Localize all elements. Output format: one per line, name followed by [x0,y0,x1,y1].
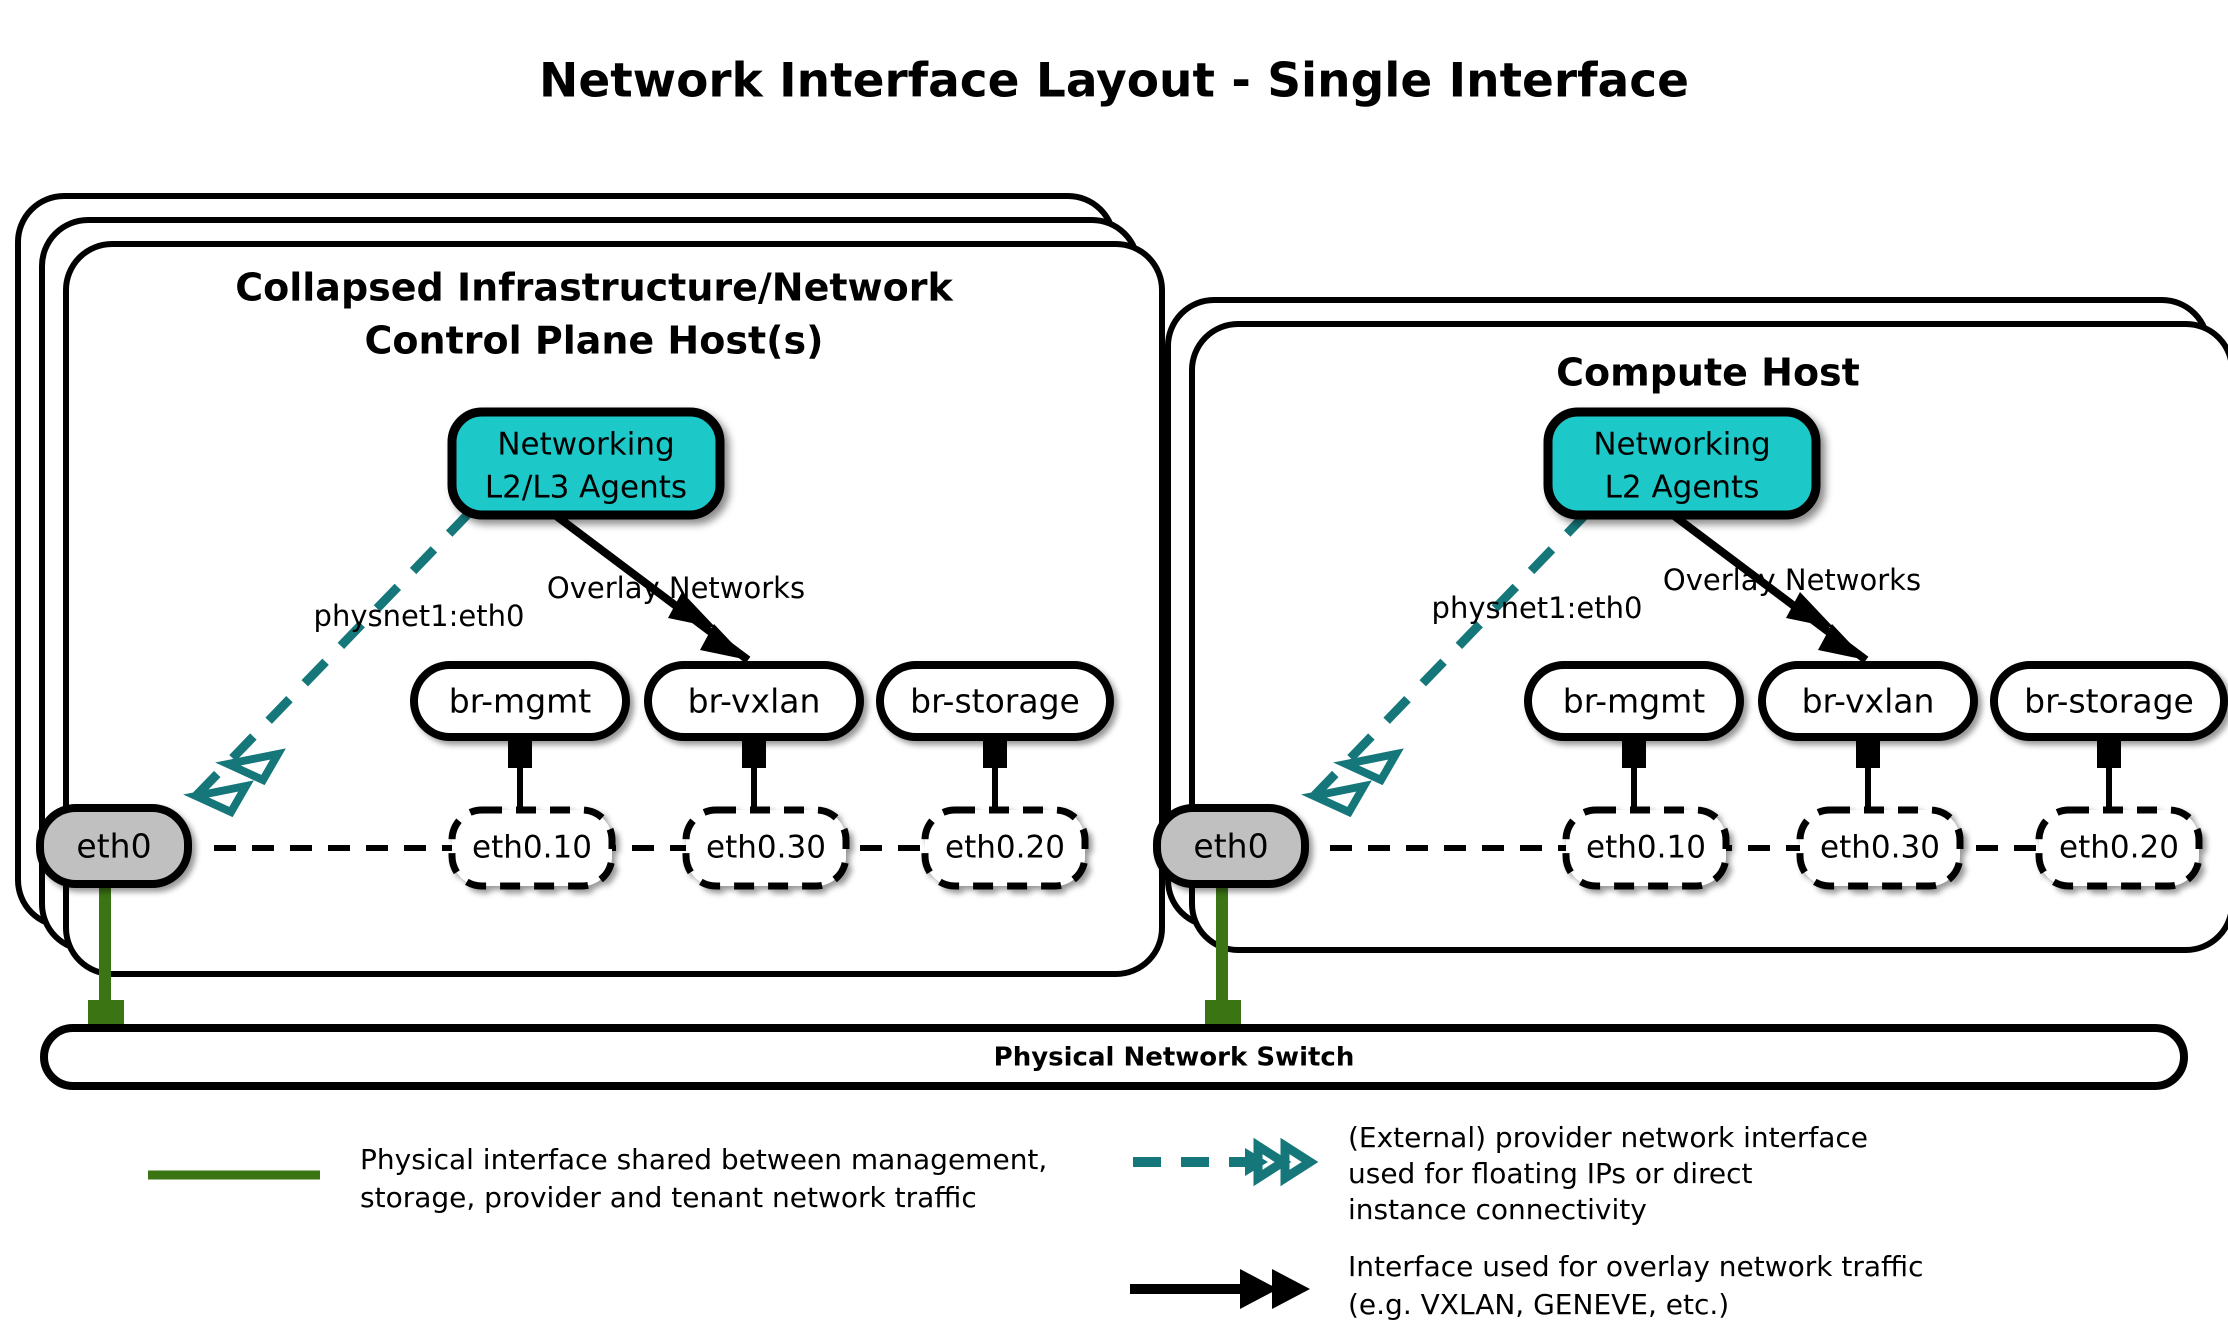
legend-item-physical-interface: Physical interface shared between manage… [148,1143,1047,1214]
legend-swatch-solid-black-double-filled-arrow [1130,1269,1310,1309]
legend-swatch-dashed-teal-double-open-arrow [1133,1137,1319,1187]
provider-network-link [183,508,474,818]
bridge-node-br-vxlan[interactable]: br-vxlan [1758,661,1978,820]
host-title-line2: Control Plane Host(s) [365,319,824,363]
legend-text-line-2: used for floating IPs or direct [1348,1157,1752,1190]
provider-network-link[interactable] [1301,508,1592,818]
bridge-node-br-storage[interactable]: br-storage [876,661,1114,820]
legend-text-line-2: (e.g. VXLAN, GENEVE, etc.) [1348,1288,1729,1321]
overlay-network-link [548,508,751,664]
vlan-label: eth0.10 [472,830,592,866]
vlan-label: eth0.20 [945,830,1065,866]
networking-agents-node[interactable]: Networking L2 Agents [1543,407,1821,520]
bridge-label: br-vxlan [688,682,821,721]
bridge-port [983,735,1007,768]
bridge-port [508,735,532,768]
bridge-port [1622,735,1646,768]
switch-label: Physical Network Switch [994,1043,1355,1073]
nic-node-eth0[interactable]: eth0 [1153,804,1309,888]
overlay-network-link[interactable] [1666,508,1869,664]
agent-label-line1: Networking [497,427,674,463]
legend: Physical interface shared between manage… [148,1121,1923,1321]
vlan-node-eth0-20[interactable]: eth0.20 [921,806,1089,890]
legend-item-overlay-interface: Interface used for overlay network traff… [1130,1250,1923,1321]
host-stack-layer-front [1189,321,2228,953]
vlan-label: eth0.20 [2059,830,2179,866]
bridge-node-br-mgmt[interactable]: br-mgmt [1524,661,1744,820]
bridge-label: br-vxlan [1802,682,1935,721]
bridge-label: br-mgmt [1563,682,1706,721]
legend-text-line-1: Physical interface shared between manage… [360,1143,1047,1176]
vlan-node-eth0-30[interactable]: eth0.30 [1796,806,1964,890]
agent-label-line2: L2 Agents [1605,470,1760,506]
nic-label: eth0 [1193,827,1268,866]
physical-network-switch[interactable]: Physical Network Switch [40,1024,2188,1090]
legend-item-provider-interface: (External) provider network interface us… [1133,1121,1868,1226]
vlan-node-eth0-10[interactable]: eth0.10 [448,806,616,890]
page-title: Network Interface Layout - Single Interf… [539,54,1689,109]
nic-node-eth0[interactable]: eth0 [36,804,192,888]
host-title-line1: Collapsed Infrastructure/Network [235,266,953,310]
vlan-label: eth0.10 [1586,830,1706,866]
host-card-compute-host: Compute Host physnet1:eth0 Overlay Netwo… [1153,297,2228,1032]
vlan-label: eth0.30 [1820,830,1940,866]
provider-link-label: physnet1:eth0 [1432,591,1643,625]
bridge-label: br-storage [910,682,1080,721]
provider-link-label: physnet1:eth0 [314,599,525,633]
bridge-port [1856,735,1880,768]
host-card-control-plane-host: Collapsed Infrastructure/Network Control… [15,193,1165,1032]
legend-text-line-3: instance connectivity [1348,1193,1647,1226]
overlay-link-label: Overlay Networks [1663,563,1921,597]
legend-text-line-1: (External) provider network interface [1348,1121,1868,1154]
agent-label-line2: L2/L3 Agents [485,470,687,506]
bridge-label: br-storage [2024,682,2194,721]
vlan-node-eth0-20[interactable]: eth0.20 [2035,806,2203,890]
overlay-link-label: Overlay Networks [547,571,805,605]
host-title-line1: Compute Host [1556,351,1860,395]
networking-agents-node[interactable]: Networking L2/L3 Agents [447,407,725,520]
legend-text-line-1: Interface used for overlay network traff… [1348,1250,1923,1283]
vlan-label: eth0.30 [706,830,826,866]
legend-text-line-2: storage, provider and tenant network tra… [360,1181,977,1214]
bridge-label: br-mgmt [449,682,592,721]
host-stack-layer-front [63,241,1165,977]
bridge-node-br-mgmt[interactable]: br-mgmt [410,661,630,820]
agent-label-line1: Networking [1593,427,1770,463]
bridge-node-br-vxlan[interactable]: br-vxlan [644,661,864,820]
bridge-port [742,735,766,768]
bridge-port [2097,735,2121,768]
vlan-node-eth0-10[interactable]: eth0.10 [1562,806,1730,890]
vlan-node-eth0-30[interactable]: eth0.30 [682,806,850,890]
bridge-node-br-storage[interactable]: br-storage [1990,661,2228,820]
nic-label: eth0 [76,827,151,866]
